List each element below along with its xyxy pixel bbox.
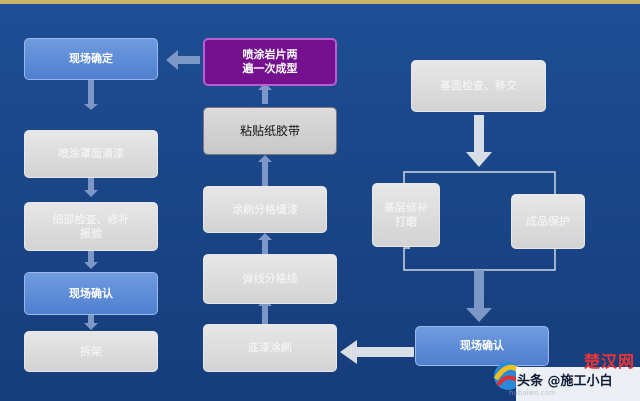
box-label: 基层修补 打磨	[384, 201, 428, 228]
arrow-right-down	[474, 115, 484, 155]
arrow-left-4-head	[84, 323, 98, 330]
box-base-repair-sanding: 基层修补 打磨	[372, 183, 440, 247]
box-label: 现场确认	[69, 286, 113, 300]
arrow-left-4	[88, 315, 94, 325]
arrow-right-down-head	[466, 152, 492, 167]
box-label: 弹线分格线	[242, 272, 298, 285]
arrow-left-2	[88, 178, 94, 192]
arrow-to-confirm	[176, 56, 200, 64]
top-accent-line	[0, 0, 640, 4]
bracket-line-bottom	[403, 247, 556, 271]
box-label: 成品保护	[526, 214, 570, 228]
arrow-left-3-head	[84, 262, 98, 269]
box-paint-grid-joints: 涂刷分格缝漆	[203, 186, 327, 233]
box-label: 涂刷分格缝漆	[232, 202, 298, 216]
box-label: 细部检查、修补 报验	[52, 212, 130, 240]
arrow-to-primer-head	[340, 340, 357, 364]
box-label: 现场确定	[69, 52, 113, 65]
arrow-mid-3	[262, 160, 268, 186]
arrow-to-confirm-head	[166, 50, 178, 70]
box-label: 喷涂岩片两 遍一次成型	[242, 48, 298, 75]
arrow-left-2-head	[84, 190, 98, 197]
box-spray-rock-flakes: 喷涂岩片两 遍一次成型	[203, 38, 337, 86]
arrow-mid-2	[262, 238, 268, 254]
box-spray-clear-coat: 喷涂罩面清漆	[24, 130, 158, 178]
arrow-right-down-2	[474, 270, 484, 310]
arrow-left-1	[88, 80, 94, 104]
box-site-confirmation-right: 现场确认	[415, 326, 549, 366]
arrow-left-1-head	[84, 104, 98, 110]
box-label: 喷涂罩面清漆	[58, 147, 124, 160]
box-label: 现场确认	[460, 339, 504, 352]
box-substrate-inspection: 基面检查、移交	[411, 60, 546, 112]
box-label: 底漆涂刷	[248, 341, 292, 354]
box-detail-inspection: 细部检查、修补 报验	[24, 202, 158, 251]
arrow-mid-2-head	[258, 233, 272, 240]
arrow-mid-3-head	[258, 155, 272, 162]
box-snap-grid-lines: 弹线分格线	[203, 254, 337, 304]
box-label: 拆架	[80, 344, 102, 358]
box-site-confirmation-left: 现场确认	[24, 272, 158, 315]
arrow-left-3	[88, 251, 94, 264]
box-dismantle-scaffold: 拆架	[24, 331, 158, 372]
box-label: 粘贴纸胶带	[239, 124, 300, 138]
watermark-logo-icon	[493, 362, 640, 401]
arrow-mid-4	[262, 88, 268, 104]
box-site-determination: 现场确定	[24, 38, 158, 80]
watermark-brand: 楚汉网	[584, 352, 636, 371]
arrow-right-down-2-head	[466, 308, 492, 322]
watermark-url: hubaiwo.com	[509, 389, 556, 397]
arrow-mid-4-head	[258, 83, 272, 90]
arrow-mid-1	[262, 304, 268, 324]
box-label: 基面检查、移交	[440, 79, 517, 92]
box-apply-paper-tape: 粘贴纸胶带	[203, 107, 337, 155]
box-finished-protection: 成品保护	[511, 194, 585, 249]
box-primer-painting: 底漆涂刷	[203, 324, 337, 372]
arrow-to-primer	[354, 347, 414, 357]
watermark-text: 头条 @施工小白	[517, 374, 613, 389]
